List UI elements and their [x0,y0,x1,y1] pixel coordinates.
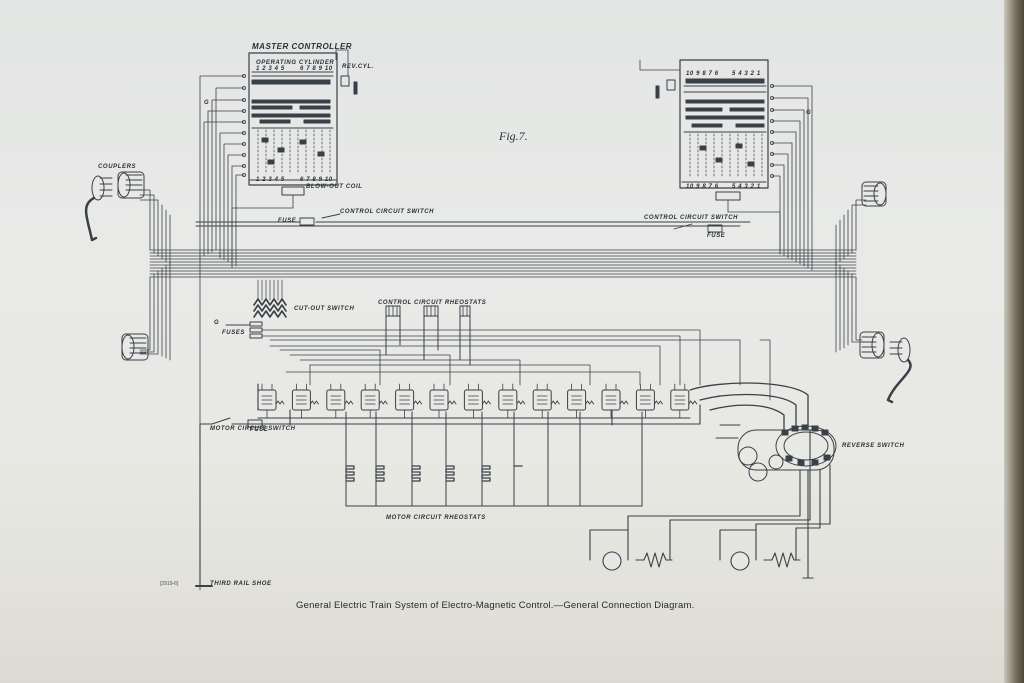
control-circuit-rheostats [385,305,471,366]
control-circuit-rheostats-label: CONTROL CIRCUIT RHEOSTATS [378,300,486,306]
contactor-3 [326,383,354,419]
operating-cylinder-label: OPERATING CYLINDER [256,60,334,66]
left-controller-leads [199,49,349,591]
third-rail-shoe-label: THIRD RAIL SHOE [210,581,272,587]
right-controller-leads [639,59,813,271]
control-circuit-switch-label-right: CONTROL CIRCUIT SWITCH [644,215,738,221]
motor-circuit-rheostats-label: MOTOR CIRCUIT RHEOSTATS [386,515,486,521]
cylinder-numbers-right-bottom-a: 10 9 8 7 6 [686,184,719,190]
master-controller-right [655,59,775,201]
ground-label-right: G [806,110,811,116]
cylinder-numbers-left-bottom-b: 6 7 8 9 10 [300,177,333,183]
figure-label: Fig.7. [498,129,528,143]
motor-circuit-switch-label: MOTOR CIRCUIT SWITCH [210,426,296,432]
reverse-switch-label: REVERSE SWITCH [842,443,904,449]
contactor-12 [635,383,663,419]
coupler-top-right [861,181,887,207]
ground-label-left: G [204,100,209,106]
master-controller-left [241,52,358,196]
ground-label-cutout: G [214,320,219,326]
coupler-bottom-right [859,331,912,404]
cut-out-switch-label: CUT-OUT SWITCH [294,306,354,312]
book-page-edge [1004,0,1024,683]
contactor-4 [360,383,388,419]
cylinder-numbers-right-b: 5 4 3 2 1 [732,71,761,77]
fuse-label-right: FUSE [707,233,726,239]
contactor-8 [498,383,526,419]
fuse-label-motor: FUSE [250,427,269,433]
cylinder-numbers-right-a: 10 9 8 7 6 [686,71,719,77]
contactor-5 [395,383,423,419]
contactor-6 [429,383,457,419]
master-controller-label: MASTER CONTROLLER [252,42,352,51]
reverse-switch [689,382,837,482]
couplers-label: COUPLERS [98,164,136,170]
contactor-row [257,383,698,419]
figure-caption: General Electric Train System of Electro… [296,600,694,611]
cylinder-numbers-right-bottom-b: 5 4 3 2 1 [732,184,761,190]
contactor-11 [601,383,629,419]
contactor-2 [291,383,319,419]
coupler-bottom-left [121,333,149,361]
third-rail-and-motor-switch [195,417,301,587]
plate-reference: [2919-6] [160,581,179,587]
contactor-1 [257,383,285,419]
contactor-feed-lines [261,329,771,401]
cut-out-switch [225,279,287,339]
fuses-label: FUSES [222,330,245,336]
cylinder-numbers-left-a: 1 2 3 4 5 [256,66,285,72]
rev-cyl-label: REV.CYL. [342,64,374,70]
cylinder-numbers-left-bottom-a: 1 2 3 4 5 [256,177,285,183]
train-line-bundle [139,189,867,361]
blow-out-coil-label: BLOW-OUT COIL [306,184,363,190]
contactor-7 [463,383,491,419]
motors [589,429,831,579]
coupler-top-left [84,171,145,242]
contactor-9 [532,383,560,419]
contactor-10 [567,383,595,419]
contactor-13 [670,383,698,419]
motor-circuit-rheostats [345,411,643,507]
fuse-label-left: FUSE [278,218,297,224]
cylinder-numbers-left-b: 6 7 8 9 10 [300,66,333,72]
contactor-bus [241,383,701,426]
control-circuit-switch-label-left: CONTROL CIRCUIT SWITCH [340,209,434,215]
control-circuit-lines [195,213,751,233]
